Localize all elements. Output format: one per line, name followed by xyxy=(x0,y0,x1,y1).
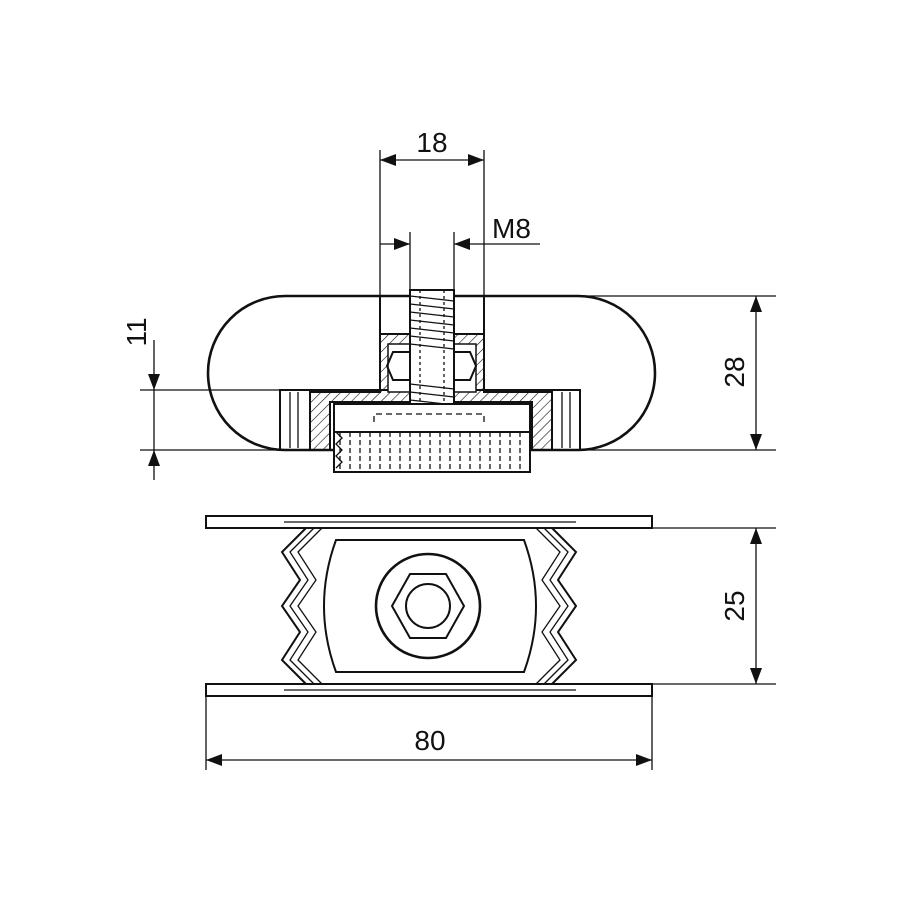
top-plate xyxy=(205,515,653,529)
center-plate xyxy=(323,539,537,673)
bolt-hole xyxy=(405,583,451,629)
dim-base-height: 11 xyxy=(121,317,152,346)
threaded-stud xyxy=(379,289,485,415)
dim-overall-height: 28 xyxy=(719,356,750,387)
dim-length: 80 xyxy=(414,725,445,756)
dim-nut-width: 18 xyxy=(416,127,447,158)
bellows-right xyxy=(551,527,578,685)
top-view xyxy=(205,515,653,697)
bellows-left xyxy=(280,527,307,685)
dim-thread: M8 xyxy=(492,213,531,244)
dimensions: 18 M8 11 28 25 80 xyxy=(121,127,776,770)
side-view xyxy=(206,289,657,473)
bottom-plate xyxy=(205,683,653,697)
washer xyxy=(374,552,482,660)
serrated-foot xyxy=(333,403,531,473)
hex-nut-top xyxy=(390,573,466,639)
dim-depth: 25 xyxy=(719,590,750,621)
